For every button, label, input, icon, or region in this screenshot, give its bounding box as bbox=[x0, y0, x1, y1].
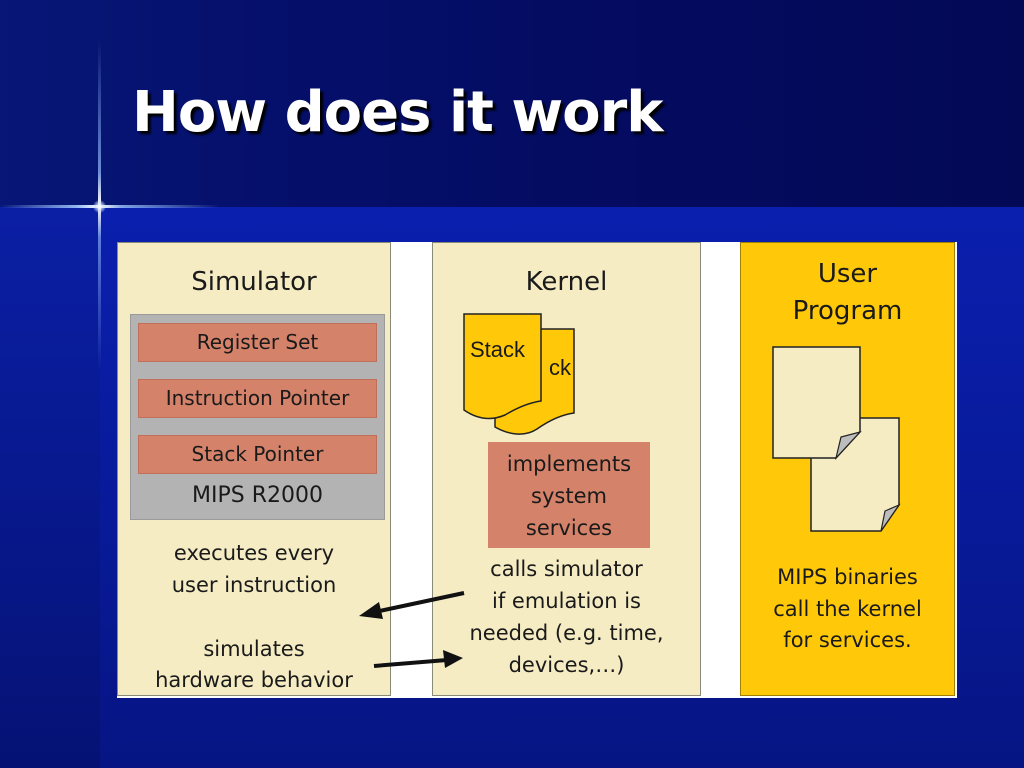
simulator-panel: Simulator Register Set Instruction Point… bbox=[117, 242, 391, 696]
arrow-to-kernel bbox=[373, 650, 463, 668]
stack-document-icon: ck Stack bbox=[463, 313, 575, 435]
register-set: Register Set bbox=[138, 323, 377, 362]
kernel-title: Kernel bbox=[525, 267, 608, 297]
calls-text-line4: devices,…) bbox=[508, 653, 625, 677]
services-line1: implements bbox=[506, 452, 632, 476]
cpu-label: MIPS R2000 bbox=[192, 483, 323, 508]
arrow-to-simulator bbox=[359, 591, 465, 619]
binary-files-icon bbox=[772, 346, 901, 532]
simulator-title: Simulator bbox=[191, 267, 317, 297]
file-front-fold bbox=[834, 430, 862, 461]
executes-text-line2: user instruction bbox=[171, 573, 337, 597]
mips-binaries-line2: call the kernel bbox=[773, 597, 922, 621]
file-back-fold bbox=[880, 503, 901, 532]
calls-text-line1: calls simulator bbox=[490, 557, 643, 581]
system-services-box: implements system services bbox=[488, 442, 650, 548]
simulates-text-line2: hardware behavior bbox=[155, 668, 353, 692]
stack-back-label: ck bbox=[549, 355, 572, 380]
services-line2: system bbox=[531, 484, 607, 508]
mips-cpu-box: Register Set Instruction Pointer Stack P… bbox=[130, 314, 385, 520]
mips-binaries-line3: for services. bbox=[783, 628, 912, 652]
kernel-panel: Kernel ck Stack implements system servic… bbox=[432, 242, 701, 696]
instruction-pointer: Instruction Pointer bbox=[138, 379, 377, 418]
stack-front-label: Stack bbox=[470, 337, 526, 362]
simulates-text-line1: simulates bbox=[203, 637, 305, 661]
sparkle-horizontal bbox=[0, 205, 220, 208]
executes-text-line1: executes every bbox=[173, 541, 335, 565]
stack-pointer: Stack Pointer bbox=[138, 435, 377, 474]
calls-text-line3: needed (e.g. time, bbox=[469, 621, 664, 645]
left-band bbox=[0, 207, 100, 768]
slide-title: How does it work bbox=[132, 80, 663, 145]
arrows-layer bbox=[359, 591, 465, 668]
user-program-title-line2: Program bbox=[792, 296, 903, 326]
title-band bbox=[0, 0, 1024, 207]
calls-text-line2: if emulation is bbox=[492, 589, 641, 613]
sparkle-icon bbox=[93, 200, 106, 213]
user-program-title-line1: User bbox=[817, 259, 878, 289]
architecture-diagram: Simulator Register Set Instruction Point… bbox=[117, 242, 957, 698]
mips-binaries-line1: MIPS binaries bbox=[777, 565, 918, 589]
stack-front-sheet bbox=[463, 313, 542, 420]
user-program-panel: User Program MIPS binaries call the kern… bbox=[740, 242, 955, 696]
services-line3: services bbox=[525, 516, 613, 540]
